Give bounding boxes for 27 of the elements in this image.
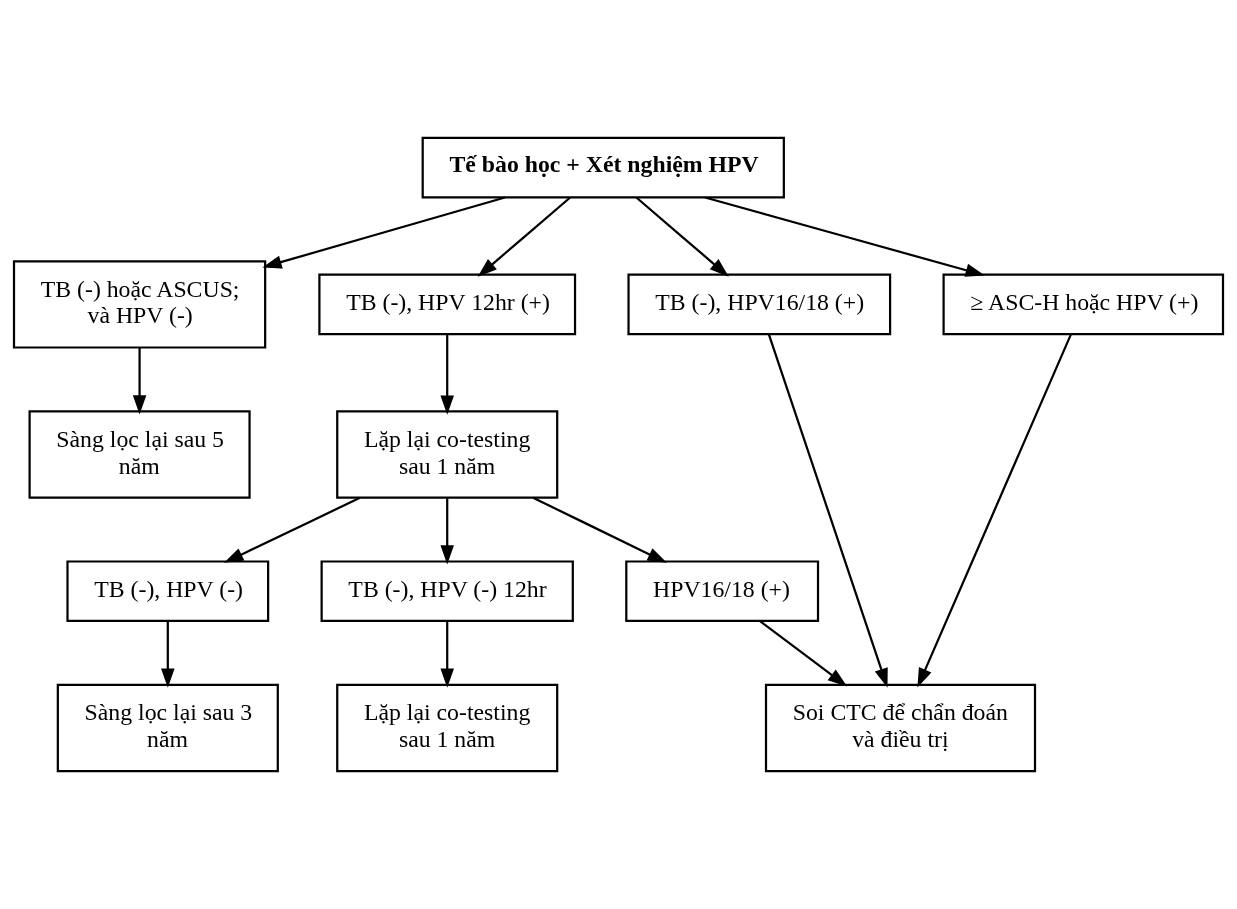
node-box: Lặp lại co-testing sau 1 năm (336, 683, 559, 773)
arrow (132, 347, 147, 415)
node-box: TB (-), HPV 12hr (+) (318, 273, 577, 336)
arrow (704, 196, 985, 277)
node-box: TB (-), HPV16/18 (+) (627, 273, 892, 336)
node-box: Sàng lọc lại sau 3 năm (56, 683, 279, 773)
arrow (161, 621, 175, 688)
node-box: Tế bào học + Xét nghiệm HPV (421, 136, 785, 199)
arrow (917, 333, 1073, 688)
node-box: Sàng lọc lại sau 5 năm (28, 410, 251, 499)
node-box: Lặp lại co-testing sau 1 năm (336, 410, 559, 499)
arrow (224, 496, 361, 563)
node-box: TB (-), HPV (-) 12hr (320, 560, 574, 623)
arrow (532, 496, 667, 563)
node-box: TB (-), HPV (-) (66, 560, 270, 623)
arrow (767, 333, 888, 688)
arrow (440, 498, 454, 565)
arrow (440, 334, 454, 415)
node-box: TB (-) hoặc ASCUS; và HPV (-) (12, 260, 267, 349)
arrow (477, 196, 571, 277)
node-box: Soi CTC để chẩn đoán và điều trị (764, 683, 1037, 773)
node-box: HPV16/18 (+) (625, 560, 820, 623)
arrow (759, 620, 848, 687)
arrow (262, 196, 506, 269)
arrow (635, 196, 729, 277)
node-box: ≥ ASC-H hoặc HPV (+) (942, 273, 1225, 336)
arrow (440, 621, 454, 688)
